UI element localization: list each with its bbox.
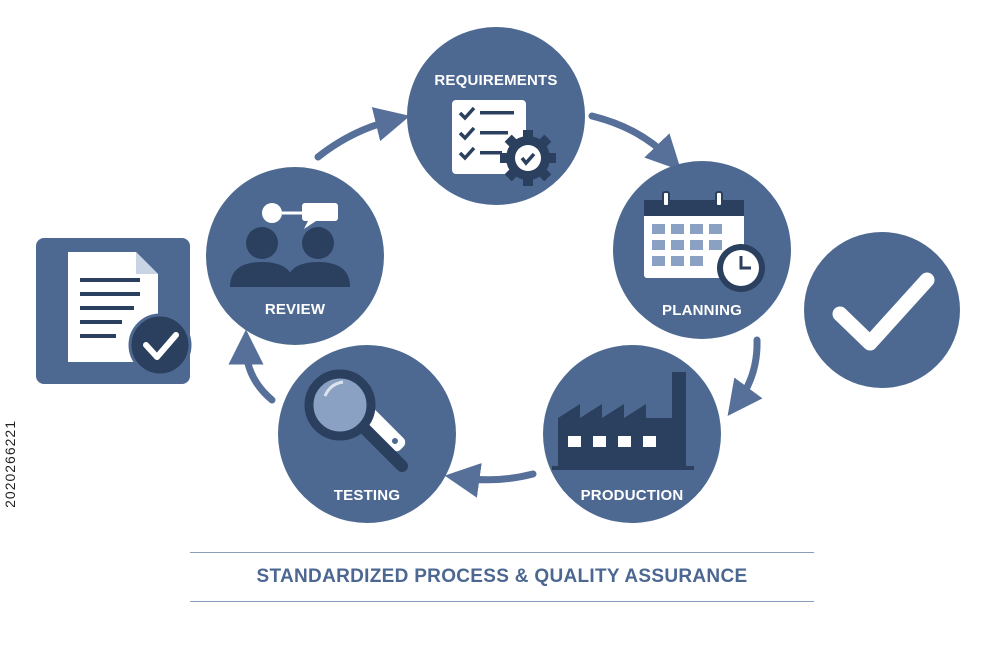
stage-production: PRODUCTION — [543, 345, 721, 523]
arrow-requirements-to-planning — [588, 112, 682, 171]
stage-testing: TESTING — [278, 345, 456, 523]
stock-id-text: 2020266221 — [2, 420, 18, 508]
arrow-review-to-requirements — [314, 107, 411, 161]
stage-label: PRODUCTION — [581, 487, 684, 504]
diagram-title: STANDARDIZED PROCESS & QUALITY ASSURANCE — [256, 566, 748, 587]
stage-label: REQUIREMENTS — [434, 72, 557, 89]
arrow-planning-to-production — [727, 336, 763, 417]
checkmark-icon — [804, 232, 960, 388]
stage-review: REVIEW — [206, 167, 384, 345]
factory-icon — [552, 372, 694, 470]
cycle-arrows — [228, 107, 763, 498]
stage-planning: PLANNING — [613, 161, 791, 339]
approved-document-icon — [36, 238, 192, 384]
arrow-production-to-testing — [444, 463, 537, 498]
stage-label: PLANNING — [662, 302, 742, 319]
arrow-testing-to-review — [228, 329, 276, 404]
stage-label: TESTING — [334, 487, 400, 504]
calendar-clock-icon — [644, 191, 765, 292]
magnifier-wrench-icon — [304, 369, 408, 472]
stage-requirements: REQUIREMENTS — [407, 27, 585, 205]
title-banner: STANDARDIZED PROCESS & QUALITY ASSURANCE — [190, 552, 814, 602]
people-discussion-icon — [230, 203, 350, 287]
stage-label: REVIEW — [265, 301, 326, 318]
